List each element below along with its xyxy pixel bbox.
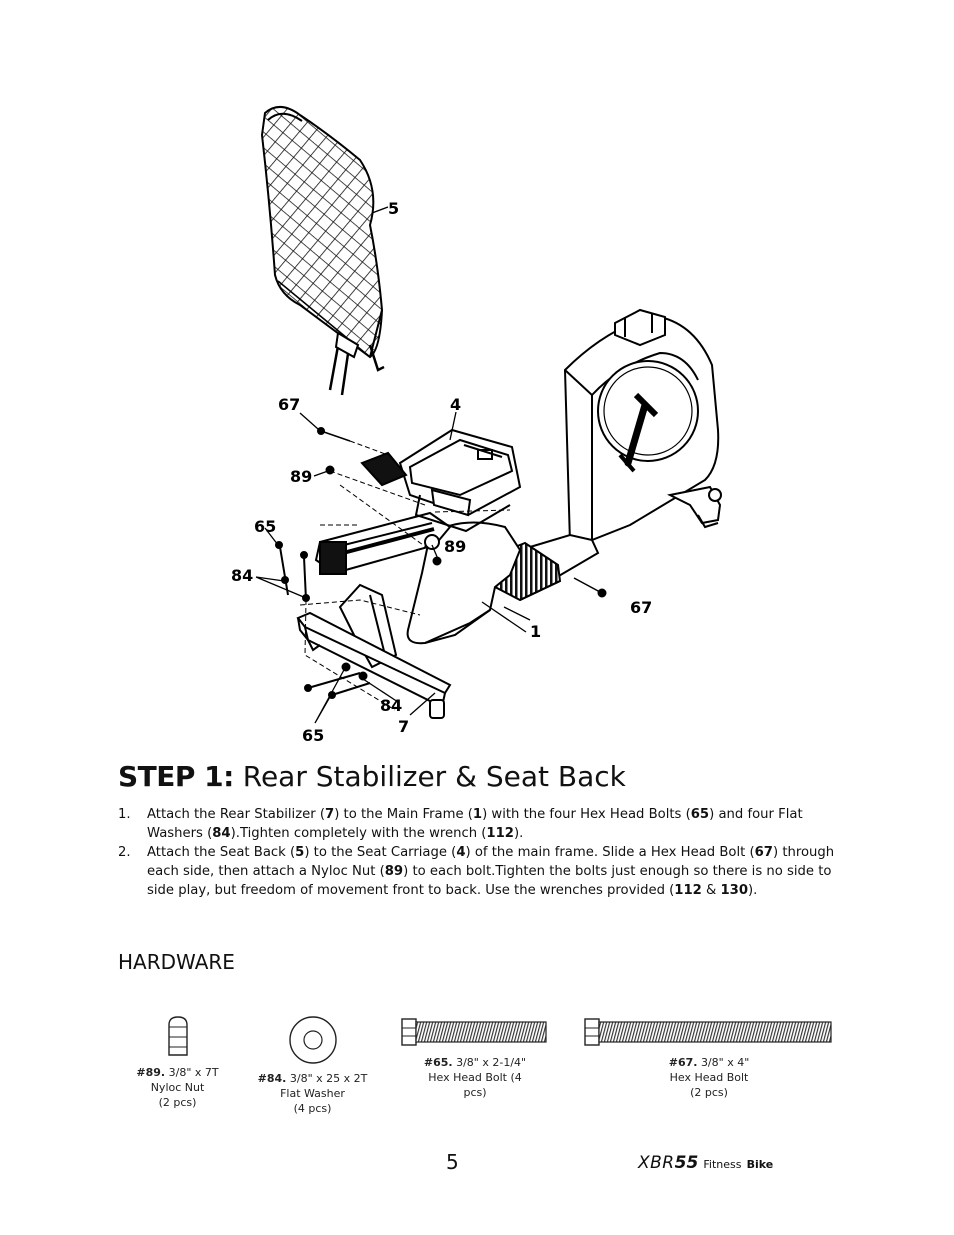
step-number: STEP 1: xyxy=(118,760,234,793)
part-ref: 1 xyxy=(472,807,483,822)
instruction-text: ) with the four Hex Head Bolts ( xyxy=(482,807,691,822)
instruction-text: ). xyxy=(748,883,758,898)
brand-prefix: XBR xyxy=(638,1153,675,1173)
washer-icon xyxy=(288,1016,337,1064)
hardware-code: #84. xyxy=(257,1072,287,1085)
part-ref: 130 xyxy=(720,883,749,898)
hardware-item-84: #84. 3/8" x 25 x 2T Flat Washer (4 pcs) xyxy=(250,1015,375,1116)
nut-icon xyxy=(167,1016,188,1056)
part-ref: 67 xyxy=(754,845,773,860)
leader-lines xyxy=(255,206,531,724)
hardware-size: 3/8" x 4" xyxy=(700,1056,750,1069)
hardware-item-65: #65. 3/8" x 2-1/4" Hex Head Bolt (4 pcs) xyxy=(400,1015,550,1100)
instruction-item: 2. Attach the Seat Back (5) to the Seat C… xyxy=(118,843,848,900)
callout-4: 4 xyxy=(450,395,462,414)
hardware-qty: pcs) xyxy=(463,1086,487,1099)
hardware-code: #89. xyxy=(136,1066,166,1079)
callout-84: 84 xyxy=(380,696,403,715)
instruction-text: ) through each side, then attach a Nyloc… xyxy=(147,845,835,879)
rear-stabilizer xyxy=(296,611,452,719)
part-ref: 84 xyxy=(212,826,231,841)
instruction-list: 1.Attach the Rear Stabilizer (7) to the … xyxy=(118,805,848,900)
instruction-text: ) to each bolt.Tighten the bolts just en… xyxy=(147,864,832,898)
callout-89: 89 xyxy=(290,467,313,486)
long-bolt-icon xyxy=(584,1018,832,1046)
part-ref: 112 xyxy=(486,826,514,841)
instruction-text: Attach the Seat Back ( xyxy=(147,845,296,860)
hardware-qty: (2 pcs) xyxy=(690,1086,728,1099)
hardware-name: Hex Head Bolt xyxy=(669,1071,749,1084)
callout-1: 1 xyxy=(530,622,542,641)
page-number: 5 xyxy=(446,1150,459,1174)
hardware-name: Nyloc Nut xyxy=(150,1081,205,1094)
product-brand: XBR55 Fitness Bike xyxy=(638,1153,773,1173)
instruction-number: 2. xyxy=(118,845,131,860)
part-ref: 4 xyxy=(456,845,466,860)
hardware-item-89: #89. 3/8" x 7T Nyloc Nut (2 pcs) xyxy=(130,1015,225,1110)
part-ref: 65 xyxy=(690,807,710,822)
hardware-heading: HARDWARE xyxy=(118,950,235,974)
hardware-name: Hex Head Bolt (4 xyxy=(428,1071,522,1084)
callout-89: 89 xyxy=(444,537,467,556)
callout-67: 67 xyxy=(630,598,653,617)
hardware-size: 3/8" x 7T xyxy=(168,1066,219,1079)
callout-84: 84 xyxy=(231,566,254,585)
instruction-text: & xyxy=(701,883,721,898)
hardware-name: Flat Washer xyxy=(280,1087,345,1100)
hardware-size: 3/8" x 25 x 2T xyxy=(289,1072,368,1085)
callout-5: 5 xyxy=(388,199,400,218)
instruction-text: ) of the main frame. Slide a Hex Head Bo… xyxy=(465,845,755,860)
part-ref: 89 xyxy=(384,864,404,879)
instruction-text: ) to the Seat Carriage ( xyxy=(304,845,457,860)
brand-word: Bike xyxy=(746,1158,774,1171)
hardware-code: #67. xyxy=(668,1056,698,1069)
seat-back xyxy=(260,106,385,396)
callout-7: 7 xyxy=(398,717,410,736)
hardware-item-67: #67. 3/8" x 4" Hex Head Bolt (2 pcs) xyxy=(584,1015,834,1100)
instruction-text: ).Tighten completely with the wrench ( xyxy=(230,826,487,841)
part-ref: 112 xyxy=(674,883,702,898)
instruction-number: 1. xyxy=(118,807,131,822)
short-bolt-icon xyxy=(401,1018,547,1046)
callout-65: 65 xyxy=(254,517,277,536)
instruction-text: ). xyxy=(513,826,524,841)
assembly-diagram: 5 67 4 89 65 89 84 67 1 84 7 65 xyxy=(220,95,740,750)
brand-model: 55 xyxy=(674,1153,699,1173)
instruction-item: 1. Attach the Rear Stabilizer (7) to the … xyxy=(118,805,848,843)
part-ref: 5 xyxy=(295,845,305,860)
step-name: Rear Stabilizer & Seat Back xyxy=(233,760,626,793)
callout-67: 67 xyxy=(278,395,301,414)
bike-exploded-view xyxy=(255,106,722,724)
step-title: STEP 1: Rear Stabilizer & Seat Back xyxy=(118,760,626,794)
instruction-text: ) and four Flat Washers ( xyxy=(147,807,803,841)
callout-65: 65 xyxy=(302,726,325,745)
hardware-qty: (4 pcs) xyxy=(293,1102,332,1115)
instruction-text: Attach the Rear Stabilizer ( xyxy=(147,807,326,822)
assembly-guide-lines xyxy=(299,440,511,711)
brand-word: Fitness xyxy=(703,1158,742,1171)
hardware-size: 3/8" x 2-1/4" xyxy=(456,1056,527,1069)
instruction-text: ) to the Main Frame ( xyxy=(334,807,473,822)
hardware-qty: (2 pcs) xyxy=(158,1096,197,1109)
part-ref: 7 xyxy=(325,807,335,822)
hardware-code: #65. xyxy=(423,1056,453,1069)
